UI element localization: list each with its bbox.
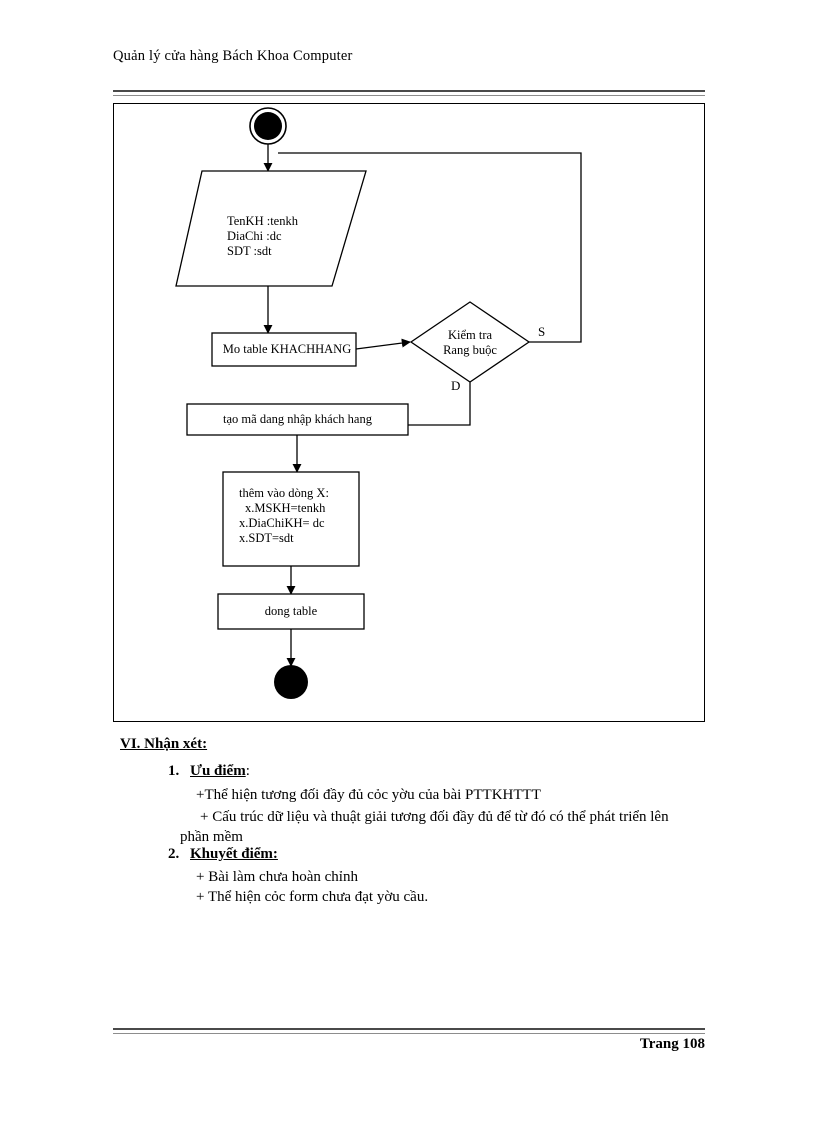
flowchart-frame: TenKH :tenkh DiaChi :dc SDT :sdt Mo tabl… (113, 103, 705, 722)
flowchart-canvas: TenKH :tenkh DiaChi :dc SDT :sdt Mo tabl… (114, 104, 704, 721)
footer-rule (113, 1028, 705, 1034)
input-node-line1: TenKH :tenkh (227, 214, 298, 228)
list-item-1-line-2: + Cấu trúc dữ liệu và thuật giải tương đ… (200, 809, 669, 825)
decision-label-line1: Kiểm tra (447, 328, 493, 342)
input-node-line3: SDT :sdt (227, 244, 272, 258)
list-item-1-line-3: phần mềm (180, 829, 243, 845)
list-item-2-line-1: + Bài làm chưa hoàn chỉnh (196, 869, 358, 885)
header-rule (113, 90, 705, 96)
list-item-1-number: 1. (168, 763, 180, 779)
list-item-1-line-1: +Thể hiện tương đối đầy đủ cỏc yờu của b… (196, 787, 541, 803)
assign-label-line1: thêm vào dòng X: (239, 486, 329, 500)
list-item-2-line-2: + Thể hiện cỏc form chưa đạt yờu cầu. (196, 889, 429, 905)
list-item-1-title: Ưu điểm (190, 763, 246, 779)
decision-label-line2: Rang buộc (443, 343, 497, 357)
open-table-label: Mo table KHACHHANG (222, 342, 352, 356)
list-item-2-title: Khuyết điểm: (190, 846, 278, 862)
input-parallelogram (175, 170, 367, 287)
no-branch-path (408, 382, 471, 426)
list-item-1-title-wrap: Ưu điểm: (190, 763, 250, 780)
footer-page-number: Trang 108 (639, 1036, 705, 1052)
close-table-label: dong table (264, 604, 318, 618)
yes-loop-path (278, 152, 582, 343)
start-node-disc (254, 112, 282, 140)
end-node-disc (274, 665, 308, 699)
assign-label-line2: x.MSKH=tenkh (245, 501, 326, 515)
create-code-label: tạo mã dang nhập khách hang (223, 412, 372, 426)
assign-label-line3: x.DiaChiKH= dc (239, 516, 325, 530)
section-heading: VI. Nhận xét: (120, 736, 208, 752)
list-item-1-title-suffix: : (245, 763, 250, 779)
branch-label-yes: S (538, 324, 546, 339)
create-code-box (186, 403, 409, 436)
running-header: Quản lý cửa hàng Bách Khoa Computer (113, 48, 353, 64)
branch-label-no: D (451, 378, 461, 393)
list-item-2-title-wrap: Khuyết điểm: (190, 846, 278, 863)
open-table-box (211, 332, 357, 367)
list-item-2-number: 2. (168, 846, 180, 862)
assign-box (222, 471, 360, 567)
input-node-line2: DiaChi :dc (227, 229, 282, 243)
assign-label-line4: x.SDT=sdt (239, 531, 294, 545)
